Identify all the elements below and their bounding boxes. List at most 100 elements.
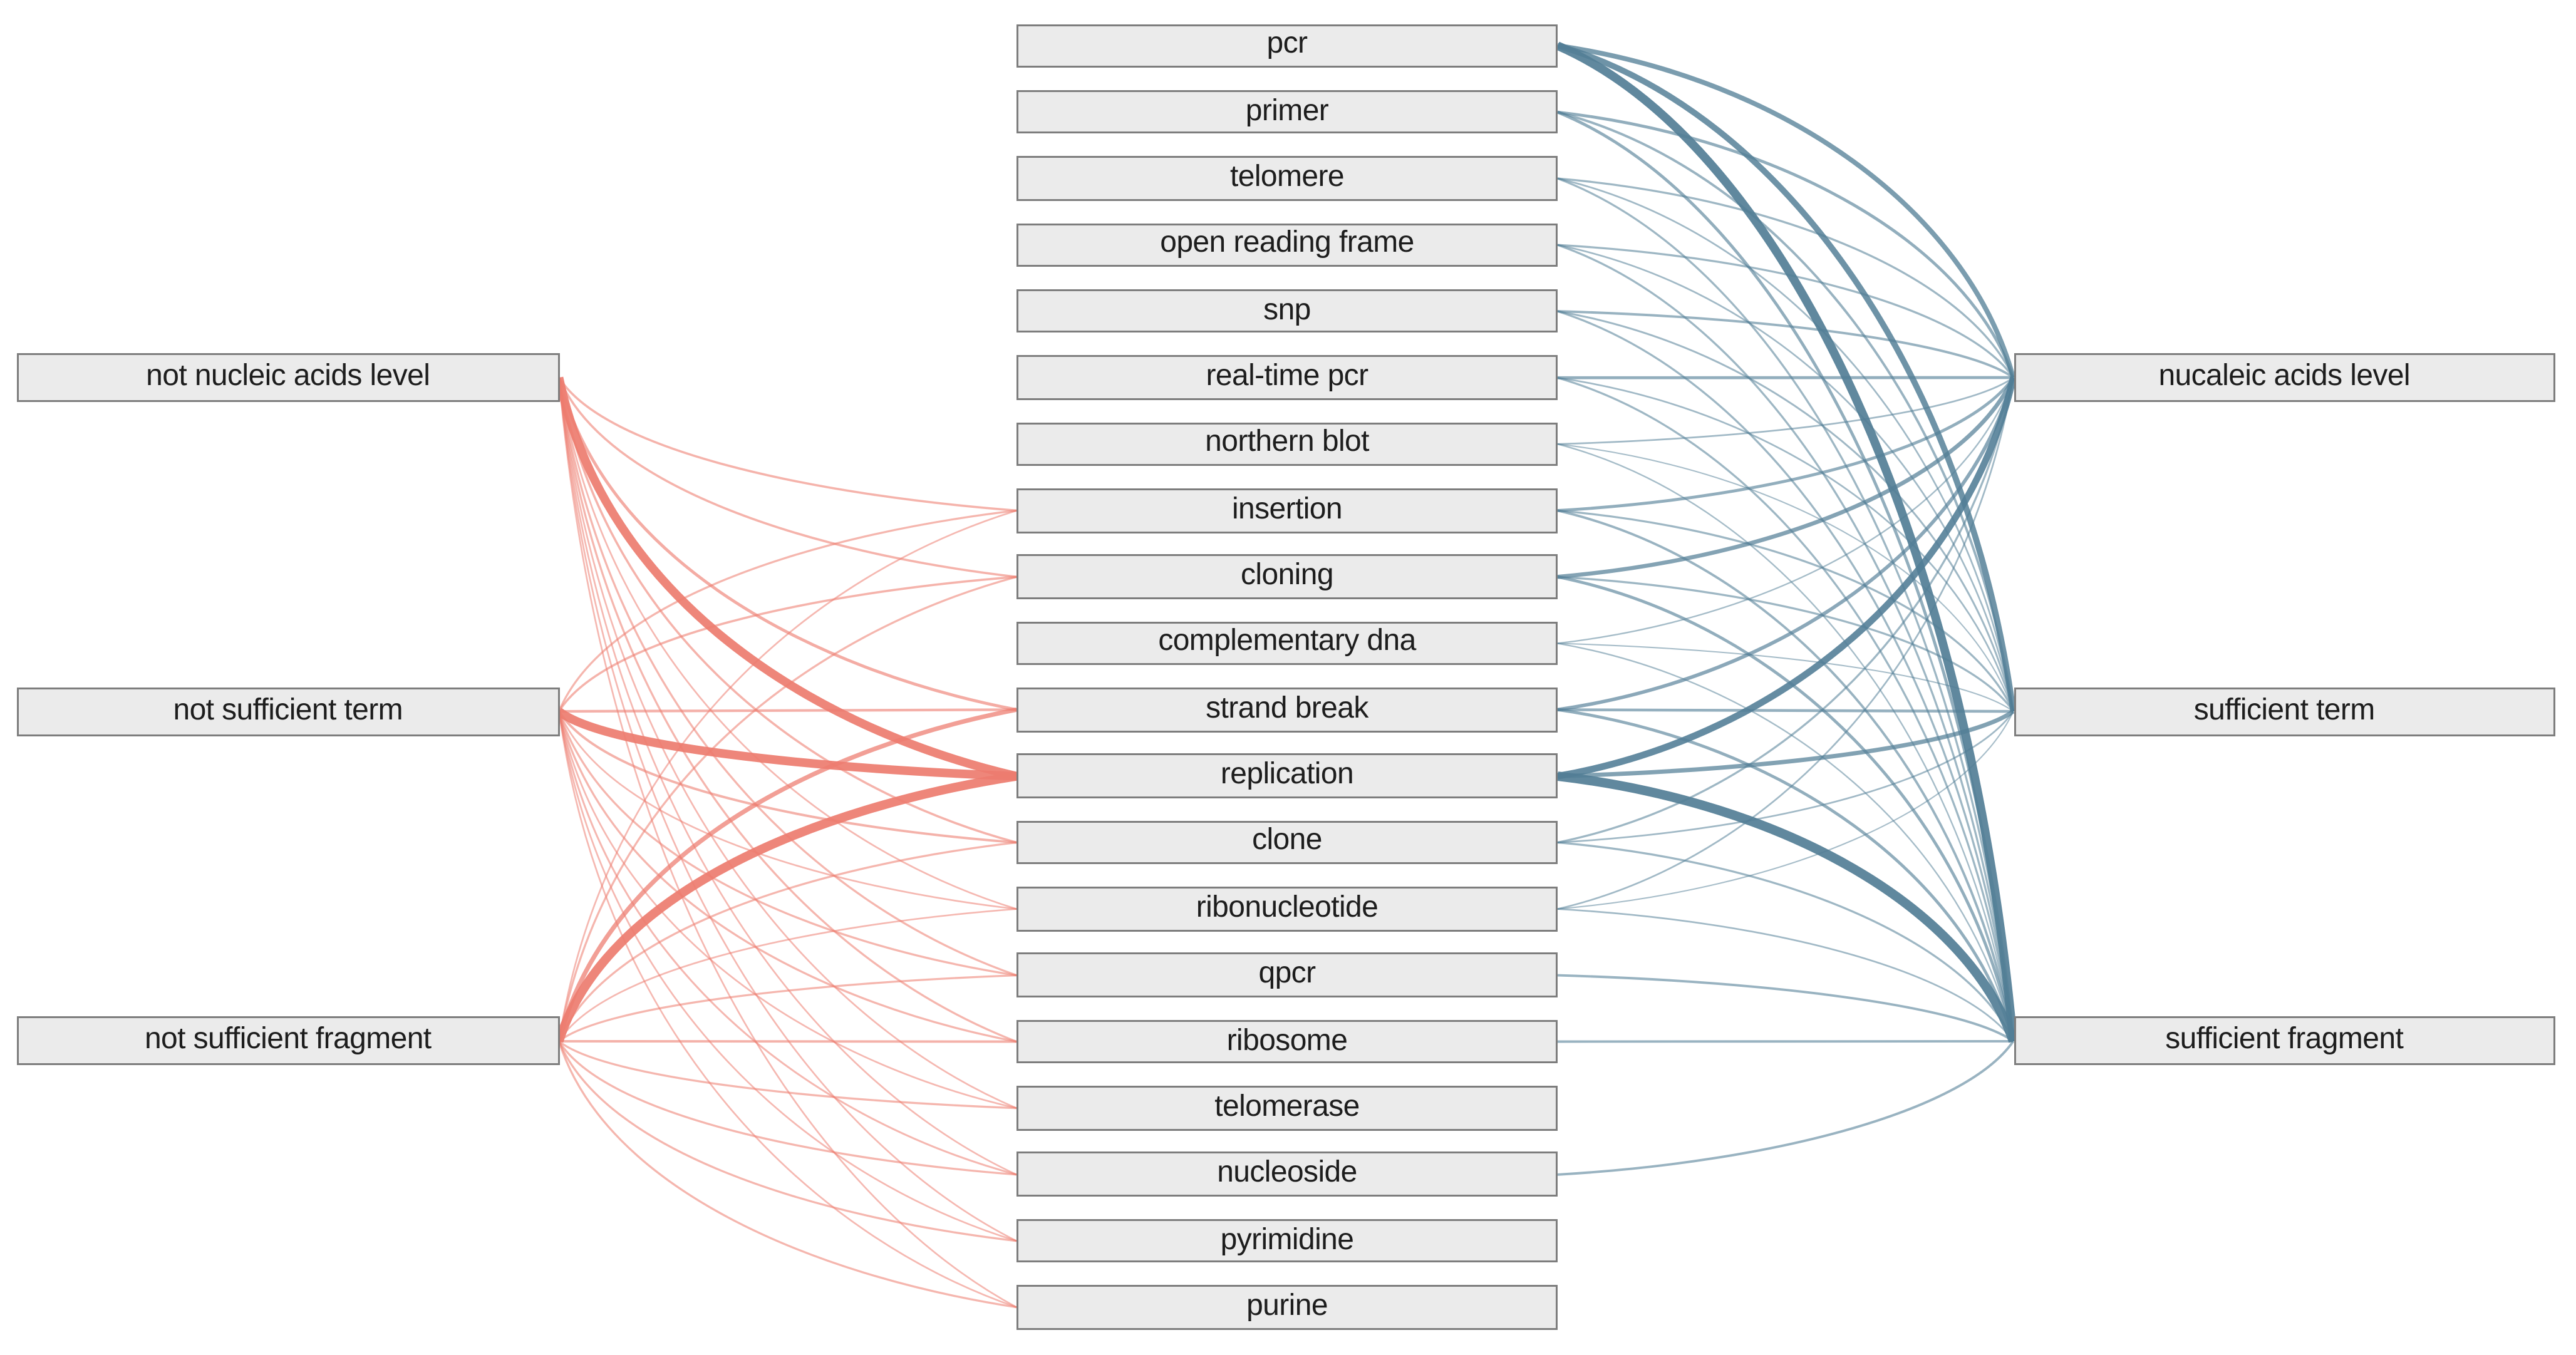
- edge-not-nucleic-acids-level-to-ribonucleotide: [558, 377, 1017, 910]
- middle-node-ribonucleotide: ribonucleotide: [1016, 887, 1558, 931]
- middle-node-northern-blot: northern blot: [1016, 421, 1558, 466]
- right-node-label: sufficient fragment: [2165, 1024, 2404, 1056]
- left-node-label: not nucleic acids level: [146, 361, 430, 393]
- edge-clone-to-sufficient-term: [1557, 711, 2014, 843]
- middle-node-telomere: telomere: [1016, 156, 1558, 201]
- edge-complementary-dna-to-sufficient-fragment: [1557, 642, 2014, 1042]
- edge-replication-to-nucaleic-acids-level: [1557, 376, 2017, 780]
- edge-snp-to-sufficient-term: [1557, 310, 2014, 712]
- edge-clone-to-sufficient-fragment: [1557, 841, 2014, 1042]
- right-node-sufficient-fragment: sufficient fragment: [2013, 1016, 2555, 1066]
- middle-node-cloning: cloning: [1016, 554, 1558, 599]
- right-node-sufficient-term: sufficient term: [2013, 687, 2555, 736]
- edge-strand-break-to-sufficient-fragment: [1557, 708, 2015, 1042]
- edge-real-time-pcr-to-sufficient-term: [1557, 376, 2014, 712]
- middle-node-label: purine: [1246, 1290, 1328, 1322]
- edge-snp-to-sufficient-fragment: [1557, 310, 2015, 1042]
- middle-node-strand-break: strand break: [1016, 688, 1558, 732]
- middle-node-purine: purine: [1016, 1285, 1558, 1330]
- edge-not-nucleic-acids-level-to-ribosome: [557, 377, 1017, 1043]
- edge-qpcr-to-sufficient-fragment: [1557, 974, 2014, 1043]
- edge-pcr-to-nucaleic-acids-level: [1557, 43, 2016, 379]
- edge-open-reading-frame-to-sufficient-fragment: [1557, 244, 2015, 1042]
- middle-node-open-reading-frame: open reading frame: [1016, 222, 1558, 267]
- edge-not-sufficient-fragment-to-replication: [554, 771, 1018, 1043]
- edge-snp-to-nucaleic-acids-level: [1557, 310, 2014, 379]
- edge-not-sufficient-term-to-insertion: [557, 509, 1017, 712]
- edge-not-sufficient-fragment-to-purine: [557, 1041, 1017, 1309]
- edge-cloning-to-sufficient-term: [1557, 575, 2014, 713]
- left-node-not-sufficient-term: not sufficient term: [17, 687, 559, 736]
- middle-node-label: qpcr: [1258, 958, 1316, 991]
- middle-node-nucleoside: nucleoside: [1016, 1152, 1558, 1197]
- middle-node-label: telomerase: [1214, 1091, 1360, 1123]
- edge-not-nucleic-acids-level-to-clone: [557, 377, 1017, 844]
- edge-not-nucleic-acids-level-to-cloning: [557, 377, 1017, 579]
- left-node-label: not sufficient term: [173, 694, 403, 727]
- middle-node-pyrimidine: pyrimidine: [1016, 1218, 1558, 1264]
- middle-node-label: pyrimidine: [1220, 1224, 1354, 1256]
- edge-not-nucleic-acids-level-to-insertion: [557, 377, 1017, 512]
- edge-not-sufficient-fragment-to-ribonucleotide: [558, 908, 1017, 1042]
- middle-node-label: primer: [1245, 95, 1329, 127]
- edge-ribonucleotide-to-nucaleic-acids-level: [1557, 377, 2014, 910]
- edge-not-nucleic-acids-level-to-pyrimidine: [558, 377, 1017, 1242]
- edge-not-sufficient-fragment-to-ribosome: [559, 1039, 1017, 1043]
- edge-strand-break-to-sufficient-term: [1557, 708, 2014, 713]
- left-node-not-sufficient-fragment: not sufficient fragment: [17, 1016, 559, 1066]
- right-node-label: nucaleic acids level: [2158, 361, 2411, 393]
- edge-not-sufficient-fragment-to-nucleoside: [558, 1041, 1017, 1176]
- edge-insertion-to-nucaleic-acids-level: [1557, 376, 2015, 512]
- middle-node-label: real-time pcr: [1206, 361, 1369, 393]
- middle-node-insertion: insertion: [1016, 488, 1558, 533]
- middle-node-complementary-dna: complementary dna: [1016, 621, 1558, 666]
- edge-not-sufficient-term-to-replication: [556, 708, 1017, 781]
- edge-complementary-dna-to-sufficient-term: [1557, 642, 2014, 712]
- right-node-nucaleic-acids-level: nucaleic acids level: [2013, 353, 2555, 402]
- edge-not-sufficient-fragment-to-clone: [557, 841, 1017, 1042]
- edge-not-sufficient-term-to-ribonucleotide: [558, 711, 1017, 910]
- edge-not-sufficient-term-to-clone: [557, 711, 1017, 844]
- edge-not-nucleic-acids-level-to-telomerase: [558, 377, 1017, 1109]
- edge-replication-to-sufficient-fragment: [1557, 771, 2018, 1043]
- edge-not-sufficient-fragment-to-cloning: [557, 575, 1017, 1042]
- middle-node-label: nucleoside: [1217, 1157, 1357, 1190]
- middle-node-clone: clone: [1016, 820, 1558, 865]
- edge-not-sufficient-term-to-strand-break: [559, 708, 1017, 713]
- edge-open-reading-frame-to-nucaleic-acids-level: [1557, 244, 2014, 378]
- edge-cloning-to-sufficient-fragment: [1557, 575, 2015, 1042]
- edge-primer-to-nucaleic-acids-level: [1557, 110, 2015, 378]
- middle-node-ribosome: ribosome: [1016, 1019, 1558, 1064]
- edge-not-sufficient-term-to-cloning: [557, 575, 1017, 713]
- edge-replication-to-sufficient-term: [1557, 709, 2015, 779]
- edge-ribonucleotide-to-sufficient-fragment: [1557, 908, 2014, 1042]
- middle-node-qpcr: qpcr: [1016, 953, 1558, 997]
- middle-node-label: pcr: [1266, 28, 1308, 61]
- middle-node-label: telomere: [1230, 161, 1345, 193]
- middle-node-label: insertion: [1231, 493, 1343, 526]
- edge-pcr-to-sufficient-fragment: [1556, 41, 2018, 1042]
- edge-not-sufficient-term-to-nucleoside: [558, 711, 1017, 1176]
- edge-ribonucleotide-to-sufficient-term: [1557, 711, 2014, 910]
- edge-not-sufficient-fragment-to-pyrimidine: [557, 1041, 1017, 1242]
- edge-telomere-to-nucaleic-acids-level: [1557, 177, 2015, 378]
- edge-not-nucleic-acids-level-to-purine: [558, 377, 1017, 1308]
- edge-ribosome-to-sufficient-fragment: [1557, 1039, 2014, 1043]
- middle-node-real-time-pcr: real-time pcr: [1016, 355, 1558, 400]
- edge-complementary-dna-to-nucaleic-acids-level: [1557, 377, 2014, 644]
- middle-node-label: complementary dna: [1158, 626, 1416, 659]
- edge-insertion-to-sufficient-term: [1557, 509, 2015, 712]
- middle-node-label: northern blot: [1205, 427, 1369, 460]
- edge-primer-to-sufficient-term: [1557, 111, 2015, 712]
- edge-not-sufficient-term-to-purine: [558, 711, 1017, 1308]
- edge-clone-to-nucaleic-acids-level: [1557, 377, 2015, 844]
- edge-not-sufficient-term-to-ribosome: [557, 711, 1017, 1043]
- edge-not-nucleic-acids-level-to-nucleoside: [558, 377, 1017, 1176]
- edge-telomere-to-sufficient-term: [1557, 177, 2014, 712]
- edge-cloning-to-nucaleic-acids-level: [1557, 376, 2015, 579]
- middle-node-telomerase: telomerase: [1016, 1086, 1558, 1131]
- middle-node-label: snp: [1263, 294, 1311, 327]
- middle-node-replication: replication: [1016, 754, 1558, 798]
- edge-northern-blot-to-sufficient-term: [1557, 443, 2014, 712]
